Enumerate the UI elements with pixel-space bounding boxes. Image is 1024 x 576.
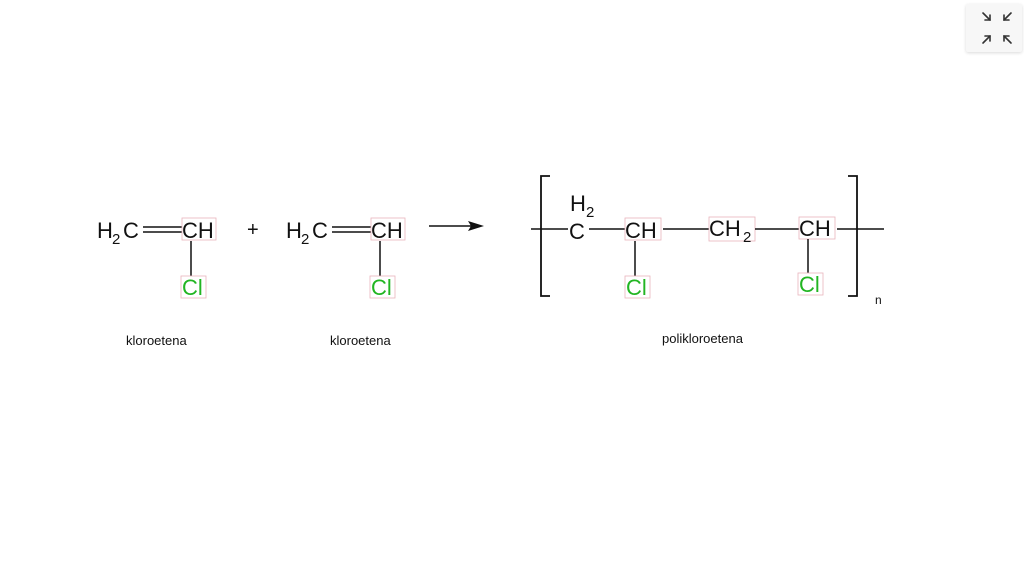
- polymer-ch2-c: CH: [709, 216, 741, 241]
- caption-polymer: polikloroetena: [662, 331, 743, 346]
- plus-sign: +: [247, 219, 259, 241]
- caption-monomer-2: kloroetena: [330, 333, 391, 348]
- polymer-ch1-highlight: [624, 217, 662, 241]
- monomer1-h: H: [97, 218, 113, 243]
- collapse-button[interactable]: [966, 4, 1022, 52]
- collapse-arrows-icon: [982, 12, 1012, 44]
- polymer-ch3: CH: [799, 216, 831, 241]
- monomer2-cl: Cl: [371, 275, 392, 300]
- right-bracket: [848, 175, 858, 297]
- left-bracket: [540, 175, 550, 297]
- monomer-2: H 2 C CH Cl: [286, 217, 406, 300]
- monomer2-ch-highlight: [370, 217, 406, 241]
- polymer-cl1-highlight: [624, 275, 651, 299]
- monomer2-cl-highlight: [369, 275, 396, 299]
- polymer-h2-subscript: 2: [586, 204, 594, 221]
- polymer-cl2: Cl: [799, 272, 820, 297]
- monomer2-ch: CH: [371, 218, 403, 243]
- monomer-1: H 2 C CH Cl: [97, 217, 217, 300]
- monomer2-h: H: [286, 218, 302, 243]
- polymer-ch3-highlight: [798, 216, 836, 240]
- repeat-unit-n: n: [875, 293, 882, 307]
- polymer-ch2-subscript: 2: [743, 229, 751, 246]
- monomer2-subscript: 2: [301, 231, 309, 248]
- monomer1-c: C: [123, 218, 139, 243]
- polymer-cl2-highlight: [797, 272, 824, 296]
- monomer1-subscript: 2: [112, 231, 120, 248]
- polymer-cl1: Cl: [626, 275, 647, 300]
- polymer-c: C: [569, 219, 585, 244]
- monomer1-ch: CH: [182, 218, 214, 243]
- monomer1-cl: Cl: [182, 275, 203, 300]
- polymer-ch1: CH: [625, 218, 657, 243]
- polymer: H 2 C CH Cl CH 2 CH Cl n: [531, 175, 884, 307]
- monomer1-cl-highlight: [180, 275, 207, 299]
- caption-monomer-1: kloroetena: [126, 333, 187, 348]
- monomer1-ch-highlight: [181, 217, 217, 241]
- monomer2-c: C: [312, 218, 328, 243]
- reaction-arrow: [429, 221, 484, 231]
- polymer-h2-h: H: [570, 191, 586, 216]
